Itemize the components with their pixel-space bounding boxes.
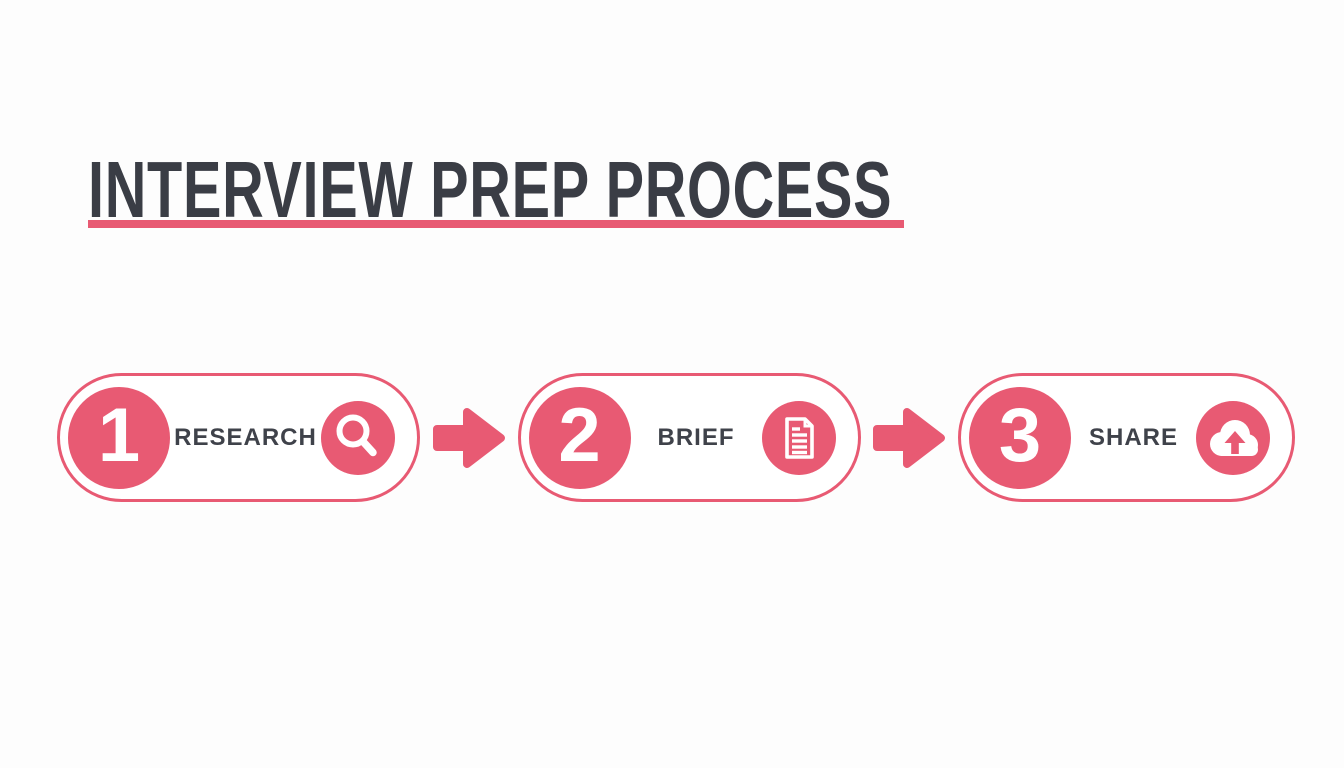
step-label: BRIEF	[657, 423, 735, 451]
step-number-badge: 2	[528, 386, 631, 489]
step-research: 1 RESEARCH	[57, 373, 420, 502]
step-brief: 2 BRIEF	[517, 373, 861, 502]
step-label: SHARE	[1088, 423, 1178, 451]
step-number-badge: 1	[68, 386, 170, 489]
step-number-badge: 3	[969, 386, 1071, 489]
title-underline	[88, 220, 904, 228]
step-label: RESEARCH	[174, 423, 317, 451]
cloud-upload-icon	[1196, 400, 1270, 475]
magnifier-icon	[321, 400, 395, 475]
process-steps: 1 RESEARCH 2 BRIEF	[57, 373, 1295, 502]
step-share: 3 SHARE	[958, 373, 1295, 502]
page-title: INTERVIEW PREP PROCESS	[88, 145, 893, 234]
arrow-right-icon	[871, 404, 947, 472]
document-icon	[761, 400, 836, 475]
arrow-right-icon	[431, 404, 507, 472]
